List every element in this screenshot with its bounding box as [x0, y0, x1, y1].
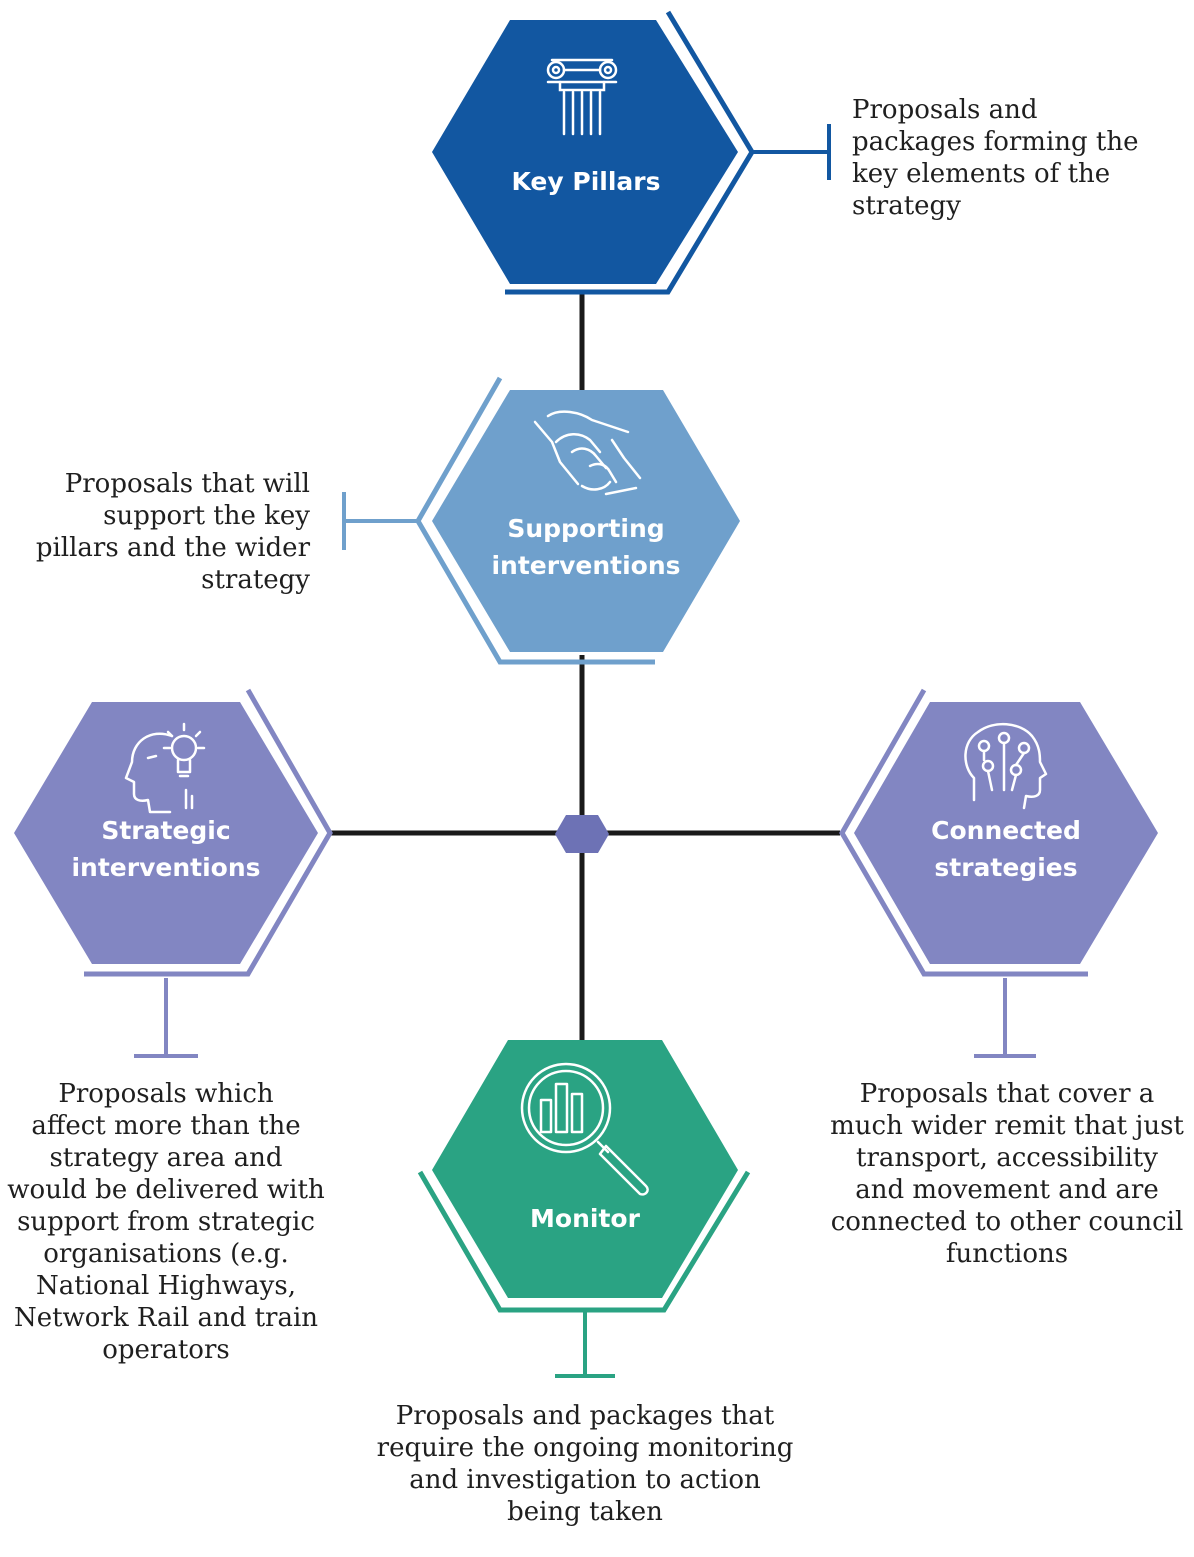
key-pillars-outline [505, 10, 755, 295]
node-monitor: Monitor [417, 1040, 751, 1378]
connected-hexagon [854, 702, 1158, 964]
connected-description: Proposals that cover a much wider remit … [822, 1078, 1192, 1270]
supporting-hexagon [432, 390, 740, 652]
strategic-outline [84, 688, 333, 977]
supporting-description: Proposals that will support the key pill… [36, 468, 310, 596]
supporting-label-line-2: interventions [491, 551, 680, 580]
handshake-icon [533, 410, 642, 496]
supporting-connector [342, 492, 418, 550]
monitor-description-line: and investigation to action [409, 1465, 761, 1495]
connected-description-line: and movement and are [855, 1175, 1159, 1205]
key-pillars-description-line: strategy [852, 191, 961, 221]
supporting-description-line: Proposals that will [64, 469, 310, 499]
strategic-connector [134, 978, 198, 1058]
connected-label-line-2: strategies [934, 853, 1077, 882]
strategic-description-line: would be delivered with [7, 1175, 325, 1205]
monitor-description-line: Proposals and packages that [395, 1401, 775, 1431]
key-pillars-hexagon [432, 20, 738, 284]
strategic-label-line-2: interventions [71, 853, 260, 882]
connected-description-line: much wider remit that just [830, 1111, 1184, 1141]
strategic-description-line: organisations (e.g. [43, 1239, 289, 1269]
key-pillars-description-line: Proposals and [852, 95, 1038, 125]
connected-label-line-1: Connected [931, 816, 1081, 845]
node-connected-strategies: Connected strategies [839, 688, 1158, 1058]
strategic-label-line-1: Strategic [101, 816, 230, 845]
node-supporting-interventions: Supporting interventions [342, 376, 740, 665]
monitor-description-line: require the ongoing monitoring [376, 1433, 794, 1463]
strategic-description-line: support from strategic [17, 1207, 315, 1237]
strategic-description-line: Network Rail and train [13, 1303, 319, 1333]
connected-description-line: functions [945, 1239, 1069, 1269]
head-lightbulb-icon [124, 722, 206, 814]
monitor-label-line-1: Monitor [530, 1204, 641, 1233]
connected-description-line: transport, accessibility [856, 1143, 1158, 1173]
key-pillars-description-line: key elements of the [852, 159, 1111, 189]
monitor-description: Proposals and packages that require the … [370, 1400, 800, 1528]
strategic-description: Proposals which affect more than the str… [0, 1078, 332, 1366]
supporting-outline [415, 376, 655, 665]
strategic-description-line: National Highways, [36, 1271, 296, 1301]
pillar-icon [546, 58, 618, 136]
connected-outline [839, 688, 1088, 977]
supporting-label-line-1: Supporting [507, 514, 664, 543]
strategic-description-line: affect more than the [31, 1111, 301, 1141]
monitor-outline [417, 1170, 751, 1313]
key-pillars-description: Proposals and packages forming the key e… [852, 94, 1139, 222]
head-circuit-icon [964, 722, 1048, 810]
key-pillars-description-line: packages forming the [852, 127, 1139, 157]
connected-description-line: Proposals that cover a [859, 1079, 1155, 1109]
monitor-connector [555, 1312, 615, 1378]
supporting-description-line: pillars and the wider [35, 533, 310, 563]
connected-connector [974, 978, 1036, 1058]
node-strategic-interventions: Strategic interventions [14, 688, 333, 1058]
supporting-description-line: strategy [201, 565, 310, 595]
magnifier-chart-icon [520, 1062, 649, 1196]
monitor-description-line: being taken [507, 1497, 663, 1527]
supporting-description-line: support the key [103, 501, 310, 531]
node-key-pillars: Key Pillars [432, 10, 831, 295]
strategic-description-line: operators [102, 1335, 230, 1365]
center-hub [555, 815, 609, 853]
monitor-hexagon [432, 1040, 738, 1298]
strategic-description-line: strategy area and [49, 1143, 283, 1173]
key-pillars-label-line-1: Key Pillars [512, 167, 661, 196]
connected-description-line: connected to other council [830, 1207, 1184, 1237]
strategic-description-line: Proposals which [58, 1079, 274, 1109]
strategic-hexagon [14, 702, 318, 964]
key-pillars-connector [752, 124, 831, 180]
